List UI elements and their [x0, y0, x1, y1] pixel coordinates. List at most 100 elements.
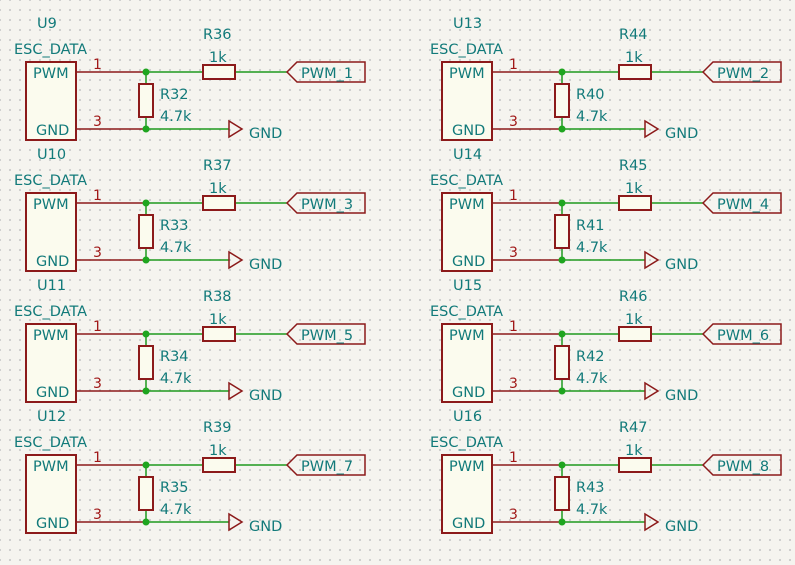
net-label[interactable] [701, 192, 782, 214]
connector-body[interactable] [441, 61, 493, 141]
net-label-text: PWM_6 [717, 328, 769, 344]
series-resistor[interactable] [618, 326, 652, 342]
ground-net-name: GND [249, 126, 282, 142]
connector-pin-gnd-name: GND [36, 254, 69, 270]
ground-symbol-icon[interactable] [644, 250, 660, 270]
pulldown-resistor[interactable] [138, 83, 154, 118]
connector-value: ESC_DATA [430, 173, 503, 189]
series-resistor[interactable] [618, 64, 652, 80]
ground-symbol-icon[interactable] [228, 119, 244, 139]
ground-symbol-icon[interactable] [644, 119, 660, 139]
junction-dot [142, 461, 150, 469]
junction-dot [558, 518, 566, 526]
connector-value: ESC_DATA [430, 304, 503, 320]
connector-pin-pwm-name: PWM [33, 197, 69, 213]
connector-body[interactable] [441, 192, 493, 272]
pulldown-resistor[interactable] [138, 476, 154, 511]
pin-1-number: 1 [93, 319, 102, 335]
junction-dot [558, 330, 566, 338]
pulldown-resistor-reference: R32 [160, 87, 189, 103]
connector-body[interactable] [25, 192, 77, 272]
pulldown-resistor-reference: R33 [160, 218, 189, 234]
net-label-text: PWM_3 [301, 197, 353, 213]
connector-value: ESC_DATA [430, 42, 503, 58]
connector-value: ESC_DATA [14, 304, 87, 320]
connector-reference: U15 [453, 278, 482, 294]
series-resistor[interactable] [618, 457, 652, 473]
net-label[interactable] [285, 323, 366, 345]
connector-reference: U9 [37, 16, 57, 32]
net-label[interactable] [285, 61, 366, 83]
net-label[interactable] [285, 192, 366, 214]
series-resistor[interactable] [618, 195, 652, 211]
junction-dot [558, 387, 566, 395]
connector-body[interactable] [25, 61, 77, 141]
ground-symbol-icon[interactable] [644, 512, 660, 532]
net-label-text: PWM_4 [717, 197, 769, 213]
net-label[interactable] [285, 454, 366, 476]
pulldown-resistor[interactable] [554, 476, 570, 511]
pin-3-number: 3 [509, 507, 518, 523]
connector-reference: U13 [453, 16, 482, 32]
series-resistor[interactable] [202, 326, 236, 342]
pulldown-resistor[interactable] [138, 345, 154, 380]
pin-3-number: 3 [93, 376, 102, 392]
series-resistor[interactable] [202, 195, 236, 211]
net-label[interactable] [701, 323, 782, 345]
series-resistor[interactable] [202, 64, 236, 80]
series-resistor-value: 1k [625, 443, 643, 459]
pulldown-resistor-reference: R42 [576, 349, 605, 365]
pulldown-resistor[interactable] [554, 345, 570, 380]
ground-symbol-icon[interactable] [228, 250, 244, 270]
series-resistor-value: 1k [625, 50, 643, 66]
connector-body[interactable] [441, 323, 493, 403]
series-resistor-value: 1k [209, 181, 227, 197]
ground-symbol-icon[interactable] [228, 381, 244, 401]
series-resistor-value: 1k [209, 443, 227, 459]
pin-1-number: 1 [509, 57, 518, 73]
series-resistor-reference: R46 [619, 289, 648, 305]
pulldown-resistor-value: 4.7k [576, 502, 608, 518]
connector-pin-pwm-name: PWM [449, 328, 485, 344]
connector-pin-pwm-name: PWM [449, 459, 485, 475]
junction-dot [142, 199, 150, 207]
pulldown-resistor[interactable] [138, 214, 154, 249]
ground-net-name: GND [665, 257, 698, 273]
series-resistor-reference: R38 [203, 289, 232, 305]
pulldown-resistor-value: 4.7k [576, 240, 608, 256]
pulldown-resistor[interactable] [554, 214, 570, 249]
pin-3-number: 3 [509, 245, 518, 261]
ground-net-name: GND [665, 519, 698, 535]
connector-body[interactable] [25, 454, 77, 534]
series-resistor-value: 1k [625, 181, 643, 197]
connector-pin-pwm-name: PWM [33, 459, 69, 475]
connector-value: ESC_DATA [430, 435, 503, 451]
ground-symbol-icon[interactable] [228, 512, 244, 532]
series-resistor-reference: R37 [203, 158, 232, 174]
series-resistor-value: 1k [209, 50, 227, 66]
series-resistor-reference: R36 [203, 27, 232, 43]
connector-pin-pwm-name: PWM [449, 66, 485, 82]
connector-reference: U16 [453, 409, 482, 425]
series-resistor[interactable] [202, 457, 236, 473]
pulldown-resistor-value: 4.7k [160, 109, 192, 125]
net-label[interactable] [701, 454, 782, 476]
connector-body[interactable] [441, 454, 493, 534]
pulldown-resistor-reference: R41 [576, 218, 605, 234]
junction-dot [142, 518, 150, 526]
pulldown-resistor[interactable] [554, 83, 570, 118]
ground-symbol-icon[interactable] [644, 381, 660, 401]
net-label[interactable] [701, 61, 782, 83]
connector-body[interactable] [25, 323, 77, 403]
series-resistor-reference: R45 [619, 158, 648, 174]
pin-3-number: 3 [93, 507, 102, 523]
junction-dot [142, 125, 150, 133]
pin-3-number: 3 [509, 114, 518, 130]
series-resistor-reference: R44 [619, 27, 648, 43]
